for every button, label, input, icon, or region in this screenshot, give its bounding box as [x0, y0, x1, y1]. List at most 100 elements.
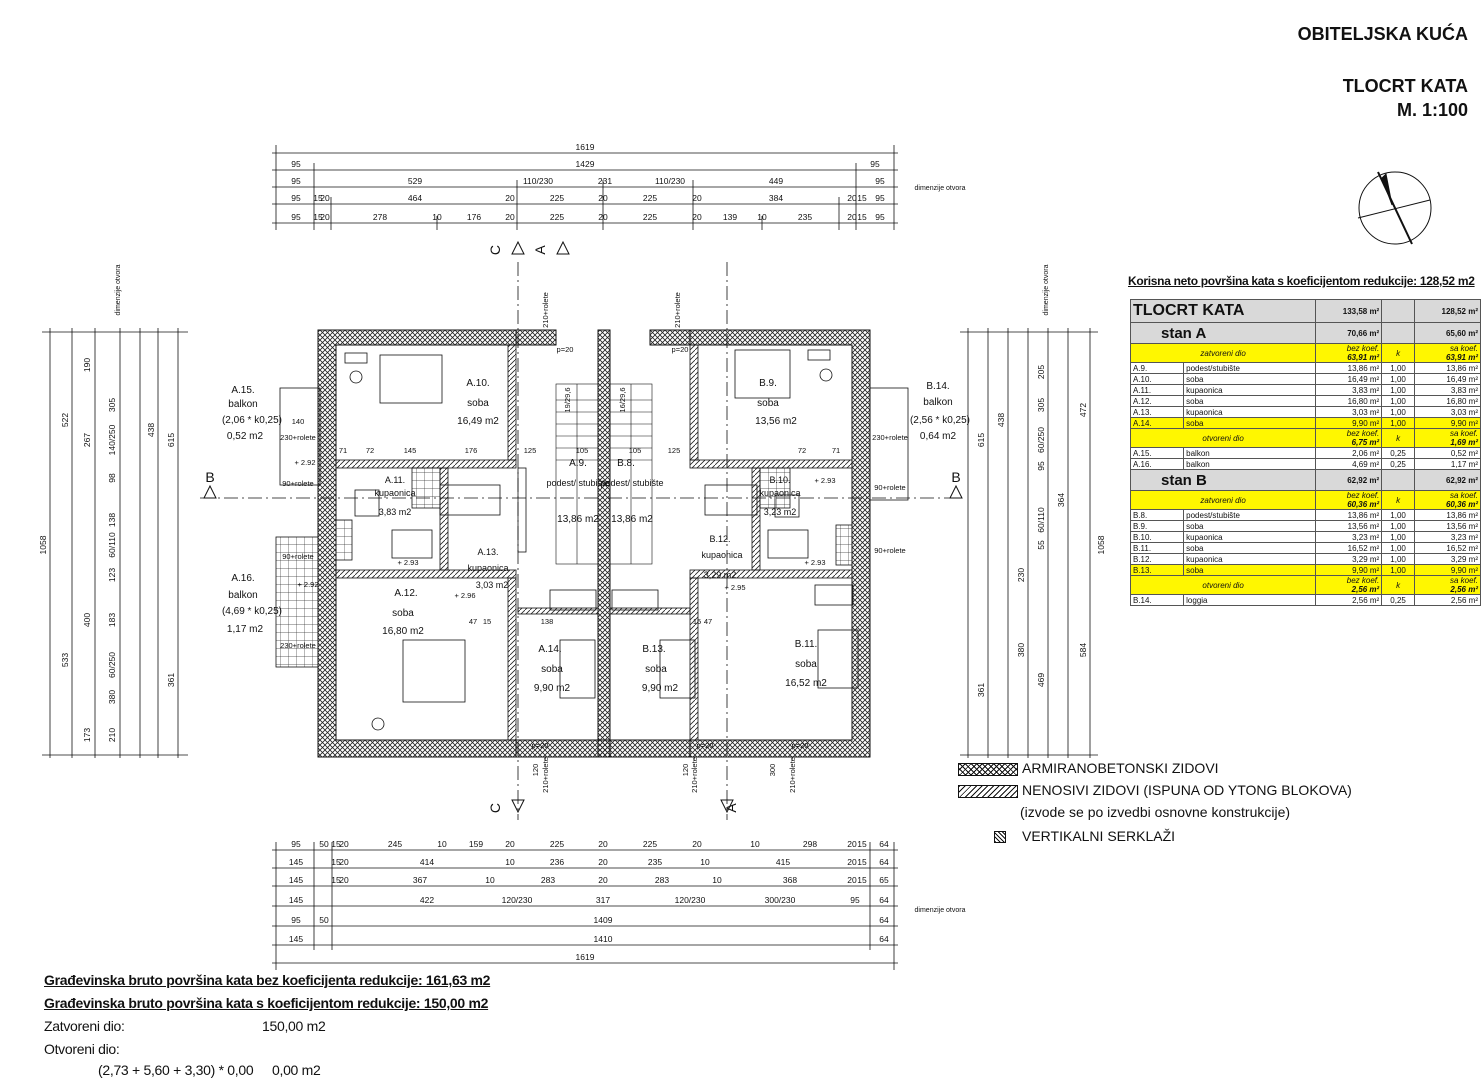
legend-label: NENOSIVI ZIDOVI (ISPUNA OD YTONG BLOKOVA…	[1022, 782, 1352, 798]
room-name: soba	[392, 608, 414, 619]
table-cell	[1381, 322, 1415, 344]
balcony-area: 1,17 m2	[227, 624, 264, 635]
table-cell: 13,86 m²	[1413, 362, 1482, 374]
dim-text: 210	[107, 728, 117, 742]
dim-text: 20	[847, 875, 857, 885]
col-header: k	[1381, 575, 1415, 595]
table-cell: sa koef.2,56 m²	[1413, 575, 1482, 595]
dim-text: 300/230	[765, 895, 796, 905]
room-id: A.9.	[569, 458, 587, 469]
dim-text: 20	[847, 857, 857, 867]
table-cell: 1,00	[1381, 520, 1415, 532]
dim-text: 10	[485, 875, 495, 885]
table-row: stan A 70,66 m² 65,60 m²	[1129, 322, 1482, 344]
rolete-label: 210+rolete	[541, 292, 550, 328]
table-row: TLOCRT KATA 133,58 m² 128,52 m²	[1129, 299, 1482, 323]
dim-text: 55	[1036, 540, 1046, 550]
table-cell: 0,25	[1381, 447, 1415, 459]
dim-text: 1619	[576, 142, 595, 152]
dim-text: 235	[798, 212, 812, 222]
table-cell: A.15.	[1129, 447, 1185, 459]
p20-label: p=20	[792, 741, 809, 750]
table-cell: bez koef.2,56 m²	[1315, 575, 1383, 595]
room-area: 16,80 m2	[382, 626, 424, 637]
dim-text: 105	[629, 446, 642, 455]
drawing-scale: M. 1:100	[1396, 100, 1468, 120]
dim-text: 15	[857, 212, 867, 222]
table-cell: 13,56 m²	[1413, 520, 1482, 532]
room-id: B.13.	[642, 644, 665, 655]
top-dim-texts: 1619 95 1429 95 95 529 110/230 231 110/2…	[291, 142, 965, 222]
table-cell: 1,00	[1381, 362, 1415, 374]
dim-text: 20	[847, 212, 857, 222]
legend-columns: VERTIKALNI SERKLAŽI	[958, 828, 1175, 844]
dim-text: 1619	[576, 952, 595, 962]
bed-b11	[817, 629, 859, 689]
table-cell: 3,29 m²	[1315, 553, 1383, 565]
dim-text: 139	[723, 212, 737, 222]
room-area: 9,90 m2	[642, 683, 679, 694]
table-cell: 1,69 m²	[1450, 438, 1478, 447]
elevation-label: + 2.96	[454, 591, 475, 600]
dim-text: 615	[976, 433, 986, 447]
col-header: sa koef.	[1449, 491, 1478, 500]
table-cell: A.11.	[1129, 384, 1185, 396]
table-cell: 62,92 m²	[1315, 469, 1383, 491]
p20-label: p=20	[557, 345, 574, 354]
dim-text: 15	[483, 617, 491, 626]
dim-text: 64	[879, 934, 889, 944]
dim-text: 367	[413, 875, 427, 885]
dim-text: 190	[82, 358, 92, 372]
col-header: sa koef.	[1449, 576, 1478, 585]
room-area: 16,49 m2	[457, 416, 499, 427]
dim-text: 400	[82, 613, 92, 627]
table-cell: bez koef.63,91 m²	[1315, 343, 1383, 363]
section-letter-b: B	[205, 469, 214, 485]
table-cell: 60,36 m²	[1445, 500, 1478, 509]
dim-text: 15	[331, 875, 341, 885]
legend-label: ARMIRANOBETONSKI ZIDOVI	[1022, 760, 1219, 776]
dim-text: 15	[857, 875, 867, 885]
room-name: soba	[541, 664, 563, 675]
dim-text: 138	[541, 617, 554, 626]
table-cell: B.8.	[1129, 509, 1185, 521]
table-cell: soba	[1183, 520, 1317, 532]
dim-text: 20	[692, 212, 702, 222]
rolete-label: 230+rolete	[280, 641, 316, 650]
dim-text: 10	[757, 212, 767, 222]
table-cell: 16,52 m²	[1413, 542, 1482, 554]
dim-text: 176	[465, 446, 478, 455]
dim-text: 120	[681, 764, 690, 777]
room-name: kupaonica	[467, 563, 508, 573]
furniture	[344, 349, 859, 731]
dim-text: 145	[289, 875, 303, 885]
misc-plan-labels: 71 72 145 176 125 105 105 125 72 71 47 1…	[280, 292, 908, 793]
room-area: 3,83 m2	[379, 507, 412, 517]
dim-text: 20	[505, 193, 515, 203]
room-name: soba	[757, 398, 779, 409]
dim-text: 361	[976, 683, 986, 697]
dim-text: 20	[505, 839, 515, 849]
table-cell: 1,00	[1381, 509, 1415, 521]
table-cell: 9,90 m²	[1315, 564, 1383, 576]
room-name: podest/ stubište	[600, 478, 663, 488]
balcony-labels: A.15. balkon (2,06 * k0,25) 0,52 m2 A.16…	[222, 381, 970, 635]
rolete-label: 230+rolete	[280, 433, 316, 442]
dim-text: 95	[291, 212, 301, 222]
dim-text: 469	[1036, 673, 1046, 687]
dim-text: 20	[598, 212, 608, 222]
table-title: TLOCRT KATA	[1129, 299, 1317, 323]
dim-text: 1429	[576, 159, 595, 169]
table-cell: 16,49 m²	[1413, 373, 1482, 385]
dim-text: 123	[107, 568, 117, 582]
table-cell: 1,00	[1381, 406, 1415, 418]
col-header: sa koef.	[1449, 429, 1478, 438]
elevation-label: + 2.93	[804, 558, 825, 567]
dim-text: 225	[550, 839, 564, 849]
dim-text: 20	[320, 212, 330, 222]
dim-text: 60/110	[1036, 507, 1046, 533]
dim-text: 98	[107, 473, 117, 483]
section-lines	[200, 262, 960, 820]
